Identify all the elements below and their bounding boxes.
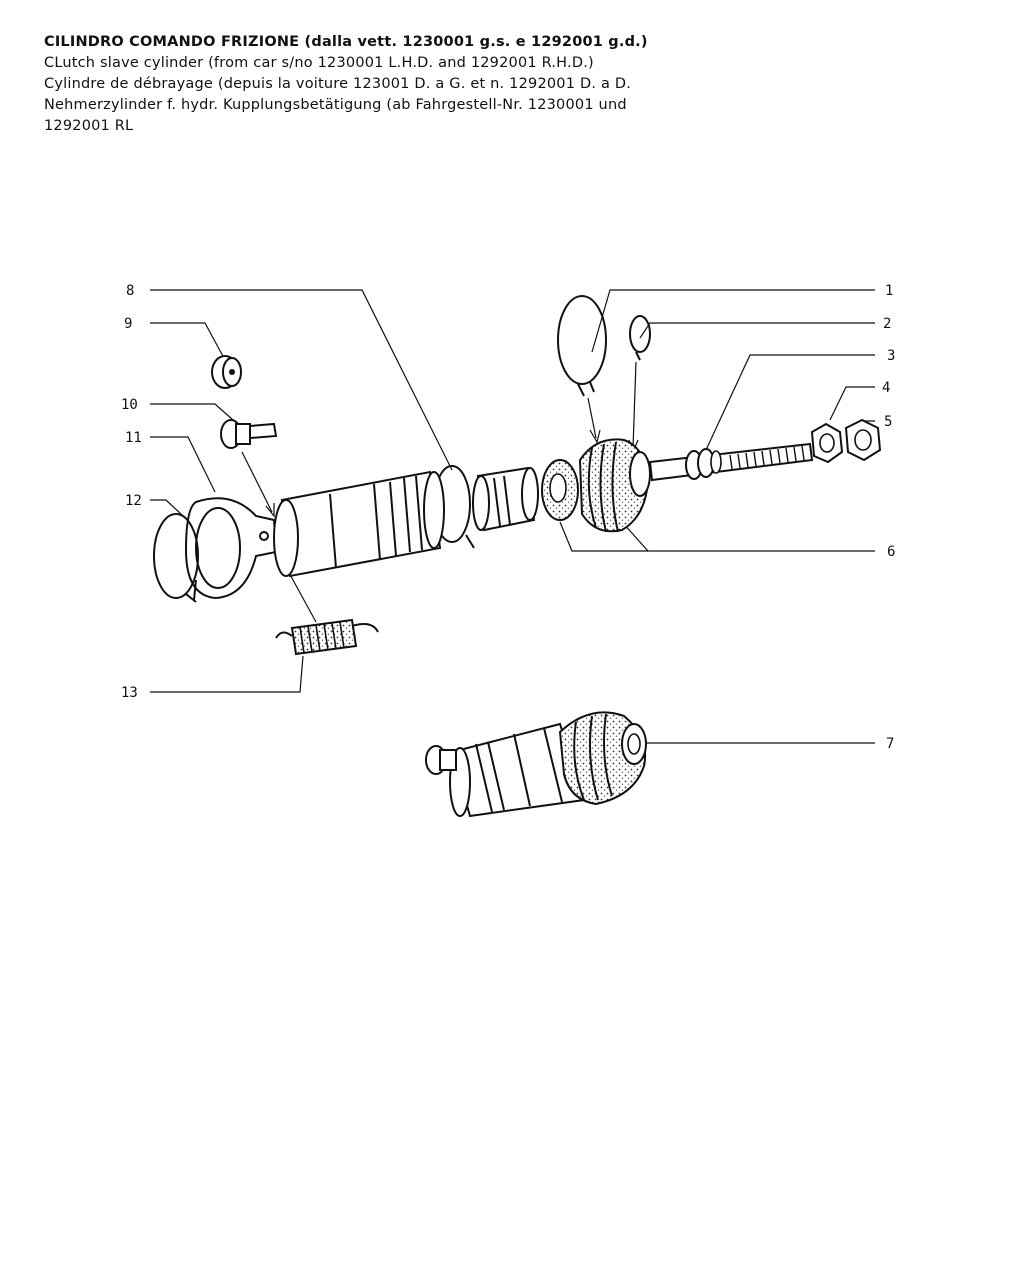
callout-11: 11 <box>125 430 142 446</box>
callout-12: 12 <box>125 493 142 509</box>
title-german-cont: 1292001 RL <box>44 118 134 134</box>
part-3-pushrod <box>648 442 814 482</box>
callout-10: 10 <box>121 397 138 413</box>
part-12-ring <box>153 513 199 603</box>
part-9-bleed-cap <box>211 355 242 389</box>
callout-2: 2 <box>883 316 891 332</box>
leader-4 <box>829 386 875 421</box>
part-cylinder-body <box>273 470 445 578</box>
leader-13 <box>150 655 304 693</box>
title-block: CILINDRO COMANDO FRIZIONE (dalla vett. 1… <box>44 32 944 137</box>
leader-12 <box>150 499 183 516</box>
leader-10 <box>150 403 234 421</box>
title-italian: CILINDRO COMANDO FRIZIONE (dalla vett. 1… <box>44 34 648 50</box>
title-french: Cylindre de débrayage (depuis la voiture… <box>44 76 632 92</box>
part-2-small-circlip <box>629 315 651 361</box>
arrow-1 <box>587 397 597 439</box>
arrow-2 <box>632 361 637 449</box>
leader-1 <box>591 289 875 353</box>
callout-3: 3 <box>887 348 895 364</box>
arrow-10 <box>241 451 273 513</box>
callout-labels: 1 2 3 4 5 6 7 8 9 10 11 12 13 <box>121 283 895 752</box>
part-7-assembled-cylinder <box>425 711 647 818</box>
part-6-rubber-boot <box>541 438 651 533</box>
leader-lines <box>150 289 875 744</box>
part-1-circlip <box>557 295 607 397</box>
callout-6: 6 <box>887 544 895 560</box>
part-11-bracket <box>184 497 278 600</box>
title-english: CLutch slave cylinder (from car s/no 123… <box>44 55 594 71</box>
callout-8: 8 <box>126 283 134 299</box>
leader-6 <box>621 521 875 552</box>
leader-11 <box>150 436 216 493</box>
title-german: Nehmerzylinder f. hydr. Kupplungsbetätig… <box>44 97 627 113</box>
callout-13: 13 <box>121 685 138 701</box>
leader-2 <box>639 322 875 339</box>
leader-3 <box>705 354 875 451</box>
callout-5: 5 <box>884 414 892 430</box>
part-piston <box>472 466 539 532</box>
part-13-spring <box>275 618 379 656</box>
leader-8 <box>150 289 453 471</box>
leader-6b <box>559 521 648 552</box>
callout-1: 1 <box>885 283 893 299</box>
callout-7: 7 <box>886 736 894 752</box>
part-10-bleed-screw <box>220 419 278 449</box>
part-4-nut <box>810 422 844 464</box>
leader-9 <box>150 322 226 361</box>
callout-4: 4 <box>882 380 890 396</box>
part-5-nut <box>844 418 882 462</box>
callout-9: 9 <box>124 316 132 332</box>
